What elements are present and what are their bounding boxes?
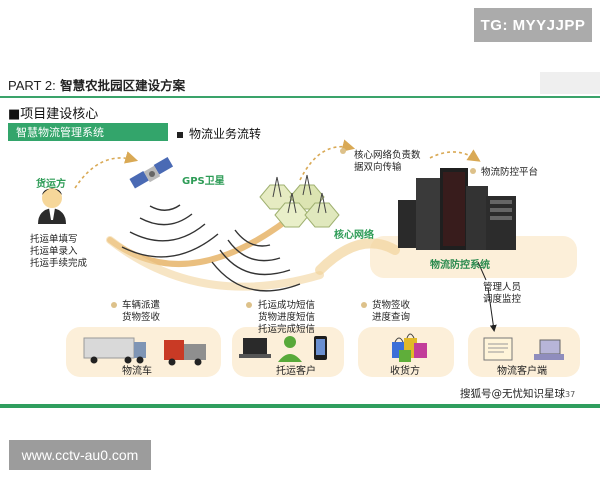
- satellite-icon: [129, 156, 174, 189]
- truck-icon: [83, 337, 146, 364]
- shipper-steps: 托运单填写 托运单录入 托运手续完成: [30, 234, 87, 270]
- bullet-dot-icon: [470, 168, 476, 174]
- laptop-icon: [239, 338, 271, 358]
- arrow-platform-to-manager: [477, 261, 487, 281]
- shipper-step: 托运手续完成: [30, 258, 88, 269]
- customer-person-icon: [278, 336, 302, 362]
- satellite-waves: [121, 204, 219, 258]
- section-heading: ■项目建设核心: [8, 107, 99, 122]
- truck-red-icon: [164, 340, 206, 366]
- flow-heading: 物流业务流转: [177, 125, 261, 142]
- shipper-label: 货运方: [36, 179, 66, 190]
- receipt-note: 货物签收: [372, 300, 411, 311]
- slide-title: PART 2: 智慧农批园区建设方案: [8, 75, 185, 94]
- bullet-dot-icon: [361, 302, 367, 308]
- bullet-dot-icon: [111, 302, 117, 308]
- source-credit: 搜狐号@无忧知识星球37: [460, 386, 575, 401]
- node-label-client: 物流客户端: [497, 366, 547, 377]
- flow-heading-text: 物流业务流转: [189, 127, 262, 141]
- arrow-manager-to-client: [487, 287, 497, 332]
- phone-icon: [314, 336, 327, 360]
- page-number: 37: [565, 390, 576, 399]
- node-label-truck: 物流车: [122, 366, 152, 377]
- part-label: PART 2:: [8, 78, 56, 93]
- system-banner: 智慧物流管理系统: [8, 123, 168, 141]
- title-divider: [0, 96, 600, 98]
- shipper-step: 托运单填写: [30, 234, 78, 245]
- receipt-notes: 货物签收 进度查询: [372, 300, 410, 324]
- header-tab-decoration: [540, 72, 600, 94]
- manager-label: 管理人员 调度监控: [483, 282, 521, 306]
- network-hex-icon: [259, 174, 340, 228]
- platform-label: 物流防控平台: [481, 167, 539, 178]
- slide-title-text: 智慧农批园区建设方案: [60, 78, 186, 93]
- sms-note: 托运完成短信: [258, 324, 316, 335]
- sms-note: 托运成功短信: [258, 300, 316, 311]
- flow-band-bottom: [106, 236, 324, 291]
- bullet-dot-icon: [246, 302, 252, 308]
- core-desc-line: 据双向传输: [354, 162, 402, 173]
- footer-divider: [0, 404, 600, 408]
- server-cluster-icon: [398, 168, 516, 250]
- arrow-shipper-to-satellite: [74, 151, 139, 189]
- vehicle-note: 货物签收: [122, 312, 161, 323]
- shipper-step: 托运单录入: [30, 246, 78, 257]
- sms-notes: 托运成功短信 货物进度短信 托运完成短信: [258, 300, 315, 336]
- shopping-bags-icon: [392, 333, 427, 362]
- shipper-person-icon: [38, 188, 66, 224]
- arrow-network-to-core: [299, 139, 356, 181]
- sms-note: 货物进度短信: [258, 312, 316, 323]
- core-desc-line: 核心网络负责数: [354, 150, 421, 161]
- receipt-note: 进度查询: [372, 312, 411, 323]
- flow-band-right: [315, 238, 400, 275]
- arrow-core-to-platform: [429, 149, 481, 162]
- network-waves: [211, 229, 301, 292]
- vehicle-notes: 车辆派遣 货物签收: [122, 300, 160, 324]
- node-label-receiver: 收货方: [390, 366, 420, 377]
- manager-line: 调度监控: [483, 294, 522, 305]
- watermark-badge: TG: MYYJJPP: [474, 8, 592, 42]
- gps-label: GPS卫星: [182, 176, 225, 187]
- source-credit-text: 搜狐号@无忧知识星球: [460, 388, 565, 400]
- client-terminal-icon: [483, 337, 564, 361]
- watermark-url-badge: www.cctv-au0.com: [9, 440, 151, 470]
- node-label-customer: 托运客户: [276, 366, 316, 377]
- manager-line: 管理人员: [483, 282, 522, 293]
- core-network-label: 核心网络: [334, 230, 374, 241]
- bullet-square-icon: [177, 131, 183, 138]
- vehicle-note: 车辆派遣: [122, 300, 161, 311]
- core-network-desc: 核心网络负责数 据双向传输: [354, 150, 421, 174]
- platform-system-label: 物流防控系统: [430, 260, 490, 271]
- bullet-dot-icon: [340, 148, 346, 154]
